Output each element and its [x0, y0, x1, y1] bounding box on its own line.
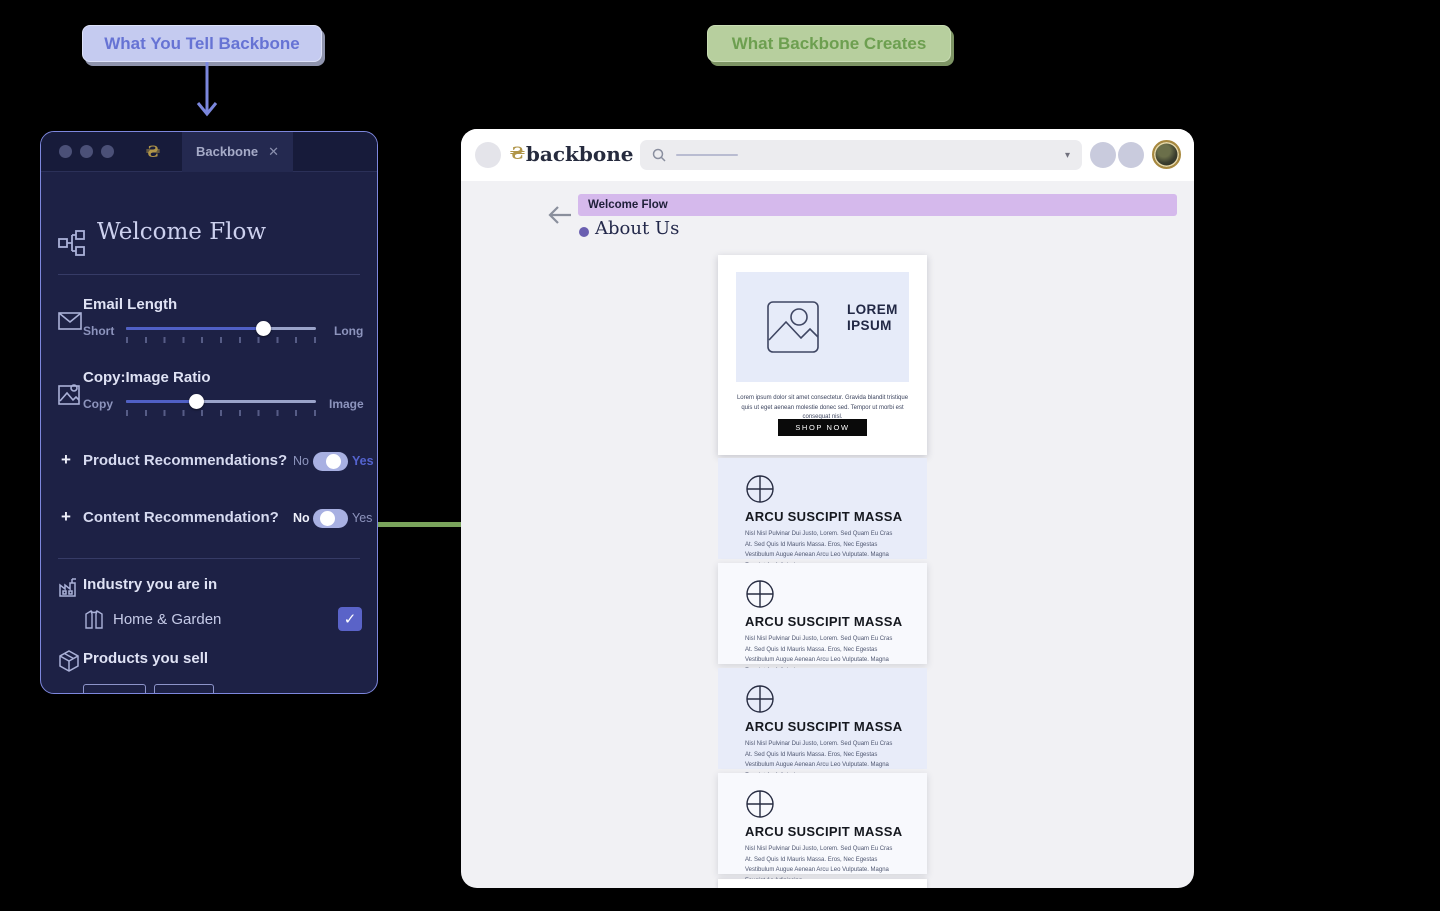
welcome-flow-banner[interactable]: Welcome Flow — [578, 194, 1177, 216]
toggle-knob — [320, 511, 335, 526]
industry-checkbox[interactable]: ✓ — [338, 607, 362, 631]
panel-title: Welcome Flow — [97, 219, 267, 245]
window-dot-icon[interactable] — [59, 145, 72, 158]
chevron-down-icon[interactable]: ▾ — [1064, 149, 1070, 161]
down-arrow-icon — [196, 62, 218, 117]
section-title: ARCU SUSCIPIT MASSA — [745, 509, 903, 524]
banner-label: Welcome Flow — [588, 199, 668, 211]
image-icon — [58, 384, 80, 405]
section-title: ARCU SUSCIPIT MASSA — [745, 824, 903, 839]
toggle-knob — [326, 454, 341, 469]
copy-image-slider[interactable] — [126, 394, 316, 409]
slider-fill — [126, 327, 263, 330]
title-bar: ₴ Backbone ✕ — [41, 132, 377, 172]
copy-image-ratio-label: Copy:Image Ratio — [83, 369, 211, 386]
tab-close-icon[interactable]: ✕ — [268, 143, 280, 159]
plus-icon[interactable]: + — [61, 507, 71, 526]
package-icon — [59, 650, 79, 672]
divider — [58, 274, 360, 275]
circle-cross-icon — [746, 580, 774, 608]
product-recommendations-label: Product Recommendations? — [83, 452, 288, 469]
header-placeholder-circle — [475, 142, 501, 168]
email-section: ARCU SUSCIPIT MASSA Nisl Nisl Pulvinar D… — [718, 458, 927, 569]
slider-max-label: Image — [329, 397, 364, 411]
page-title: About Us — [595, 218, 680, 239]
divider — [58, 558, 360, 559]
search-placeholder-line — [676, 154, 738, 156]
window-dot-icon[interactable] — [80, 145, 93, 158]
garment-icon — [85, 609, 103, 629]
hero-block: LOREM IPSUM — [736, 272, 909, 382]
content-recommendation-row: + Content Recommendation? No Yes — [41, 507, 377, 529]
back-arrow-icon[interactable] — [547, 205, 573, 225]
image-placeholder-icon — [767, 301, 819, 353]
product-recommendations-toggle[interactable] — [313, 452, 348, 471]
product-chip-bedding[interactable]: Bedding — [154, 684, 214, 694]
annotation-what-backbone-creates: What Backbone Creates — [707, 25, 951, 62]
factory-icon — [59, 578, 76, 597]
circle-cross-icon — [746, 790, 774, 818]
section-title: ARCU SUSCIPIT MASSA — [745, 614, 903, 629]
chip-label: Furniture — [88, 691, 140, 694]
slider-max-label: Long — [334, 324, 364, 338]
section-title: ARCU SUSCIPIT MASSA — [745, 719, 903, 734]
email-section: ARCU SUSCIPIT MASSA Nisl Nisl Pulvinar D… — [718, 563, 927, 674]
industry-item-label[interactable]: Home & Garden — [113, 611, 222, 628]
envelope-icon — [58, 312, 82, 330]
annotation-label: What Backbone Creates — [731, 33, 927, 53]
slider-min-label: Copy — [83, 397, 113, 411]
next-email-card-edge — [718, 879, 927, 888]
annotation-label: What You Tell Backbone — [104, 33, 300, 53]
search-icon — [652, 148, 666, 162]
header-circle-button[interactable] — [1118, 142, 1144, 168]
toggle-no-label[interactable]: No — [293, 511, 310, 525]
slider-thumb[interactable] — [255, 321, 271, 336]
annotation-what-you-tell: What You Tell Backbone — [82, 25, 322, 62]
avatar[interactable] — [1152, 140, 1181, 169]
content-recommendation-label: Content Recommendation? — [83, 509, 279, 526]
shop-now-button[interactable]: SHOP NOW — [778, 419, 867, 436]
toggle-no-label[interactable]: No — [293, 454, 309, 468]
backbone-logo[interactable]: ₴ backbone — [510, 142, 633, 166]
products-label: Products you sell — [83, 650, 209, 667]
toggle-yes-label[interactable]: Yes — [352, 511, 373, 525]
plus-icon[interactable]: + — [61, 450, 71, 469]
email-section: ARCU SUSCIPIT MASSA Nisl Nisl Pulvinar D… — [718, 773, 927, 884]
chip-label: Bedding — [160, 691, 208, 694]
cta-label: SHOP NOW — [795, 423, 850, 432]
slider-min-label: Short — [83, 324, 115, 338]
product-recommendations-row: + Product Recommendations? No Yes — [41, 450, 377, 472]
content-recommendation-toggle[interactable] — [313, 509, 348, 528]
flow-icon — [58, 230, 85, 256]
tab-label: Backbone — [196, 144, 259, 159]
hero-body-text: Lorem ipsum dolor sit amet consectetur. … — [736, 395, 909, 421]
bullet-icon — [579, 227, 589, 237]
slider-fill — [126, 400, 197, 403]
window-dot-icon[interactable] — [101, 145, 114, 158]
toggle-yes-label[interactable]: Yes — [352, 454, 374, 468]
circle-cross-icon — [746, 685, 774, 713]
email-section: ARCU SUSCIPIT MASSA Nisl Nisl Pulvinar D… — [718, 668, 927, 779]
industry-label: Industry you are in — [83, 576, 218, 593]
browser-header: ₴ backbone ▾ — [461, 129, 1194, 181]
circle-cross-icon — [746, 475, 774, 503]
header-circle-button[interactable] — [1090, 142, 1116, 168]
slider-thumb[interactable] — [189, 394, 205, 409]
slider-ticks — [126, 410, 316, 416]
product-chip-furniture[interactable]: Furniture — [83, 684, 146, 694]
backbone-glyph-icon: ₴ — [510, 144, 525, 164]
search-input[interactable]: ▾ — [640, 140, 1082, 170]
settings-body: Welcome Flow Email Length Short Long — [41, 172, 377, 694]
logo-text: backbone — [525, 142, 634, 166]
email-length-label: Email Length — [83, 296, 178, 313]
settings-window: ₴ Backbone ✕ Welcome Flow — [40, 131, 378, 694]
check-icon: ✓ — [343, 611, 357, 628]
browser-tab[interactable]: Backbone ✕ — [182, 132, 294, 172]
slider-ticks — [126, 337, 316, 343]
browser-window: ₴ backbone ▾ Welcome — [461, 129, 1194, 888]
email-length-slider[interactable] — [126, 321, 316, 336]
email-hero-card: LOREM IPSUM Lorem ipsum dolor sit amet c… — [718, 255, 927, 455]
hero-title: LOREM IPSUM — [847, 302, 898, 333]
backbone-glyph-icon: ₴ — [146, 142, 161, 161]
